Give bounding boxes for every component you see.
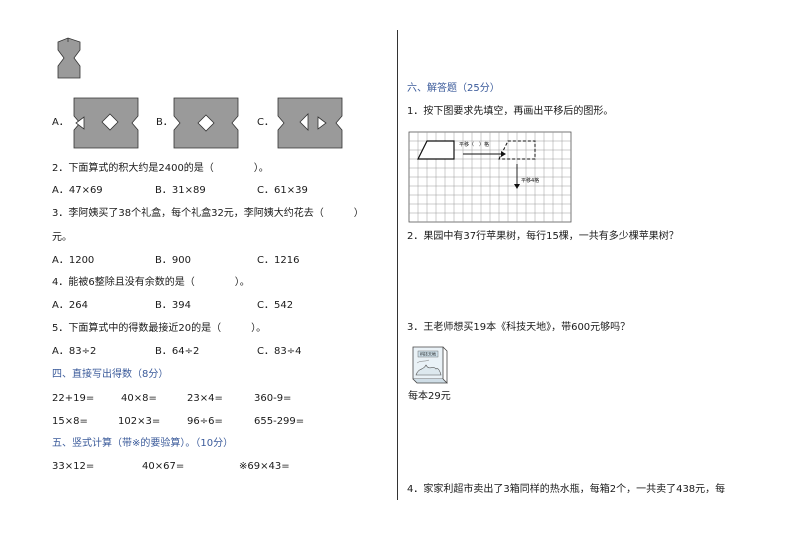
vertical-calc-item: 40×67= [142, 461, 185, 472]
q2-option-c[interactable]: C．61×39 [257, 185, 308, 196]
section-4-title: 四、直接写出得数（8分） [52, 369, 169, 380]
section-6-title: 六、解答题（25分） [407, 83, 500, 94]
book-price: 每本29元 [408, 391, 451, 402]
option-a-figure[interactable] [73, 97, 139, 149]
q3-stem-cont: 元。 [52, 232, 72, 243]
book-image: 科技天地 [412, 346, 448, 384]
oral-calc-item: 360-9= [254, 393, 292, 404]
option-c-figure[interactable] [277, 97, 343, 149]
q3-option-b[interactable]: B．900 [155, 255, 191, 266]
q2-option-b[interactable]: B．31×89 [155, 185, 206, 196]
q3-option-c[interactable]: C．1216 [257, 255, 300, 266]
folded-paper-figure [57, 37, 81, 79]
q5-stem: 5．下面算式中的得数最接近20的是（ ）。 [52, 323, 267, 334]
q2-option-a[interactable]: A．47×69 [52, 185, 103, 196]
oral-calc-item: 22+19= [52, 393, 95, 404]
oral-calc-item: 102×3= [118, 416, 161, 427]
q4-stem: 4．能被6整除且没有余数的是（ ）。 [52, 277, 250, 288]
q3-stem: 3．李阿姨买了38个礼盒，每个礼盒32元，李阿姨大约花去（ ） [52, 208, 364, 219]
q3-option-a[interactable]: A．1200 [52, 255, 95, 266]
oral-calc-item: 15×8= [52, 416, 88, 427]
oral-calc-item: 40×8= [121, 393, 157, 404]
oral-calc-item: 96÷6= [187, 416, 223, 427]
r-q4-stem: 4．家家利超市卖出了3箱同样的热水瓶，每箱2个，一共卖了438元，每 [407, 484, 726, 495]
r-q3-stem: 3．王老师想买19本《科技天地》，带600元够吗？ [407, 322, 631, 333]
q5-option-c[interactable]: C．83÷4 [257, 346, 302, 357]
q4-option-a[interactable]: A．264 [52, 300, 88, 311]
r-q2-stem: 2．果园中有37行苹果树，每行15棵，一共有多少棵苹果树？ [407, 231, 679, 242]
q2-stem: 2．下面算式的积大约是2400的是（ ）。 [52, 163, 269, 174]
option-b-label: B． [156, 117, 173, 128]
arrow-down-label: 平移4格 [521, 177, 539, 184]
vertical-calc-item: ※69×43= [239, 461, 290, 472]
q4-option-b[interactable]: B．394 [155, 300, 191, 311]
column-divider [397, 30, 398, 500]
r-q1-stem: 1．按下图要求先填空，再画出平移后的图形。 [407, 106, 614, 117]
q5-option-b[interactable]: B．64÷2 [155, 346, 200, 357]
q5-option-a[interactable]: A．83÷2 [52, 346, 97, 357]
oral-calc-item: 23×4= [187, 393, 223, 404]
q4-option-c[interactable]: C．542 [257, 300, 294, 311]
oral-calc-item: 655-299= [254, 416, 305, 427]
section-5-title: 五、竖式计算（带※的要验算）。（10分） [52, 438, 234, 449]
book-title: 科技天地 [420, 351, 436, 357]
arrow-right-label: 平移（ ）格 [459, 141, 489, 148]
option-b-figure[interactable] [173, 97, 239, 149]
translation-grid[interactable]: 平移（ ）格 平移4格 [408, 131, 572, 223]
option-a-label: A． [52, 117, 69, 128]
option-c-label: C． [257, 117, 274, 128]
vertical-calc-item: 33×12= [52, 461, 95, 472]
